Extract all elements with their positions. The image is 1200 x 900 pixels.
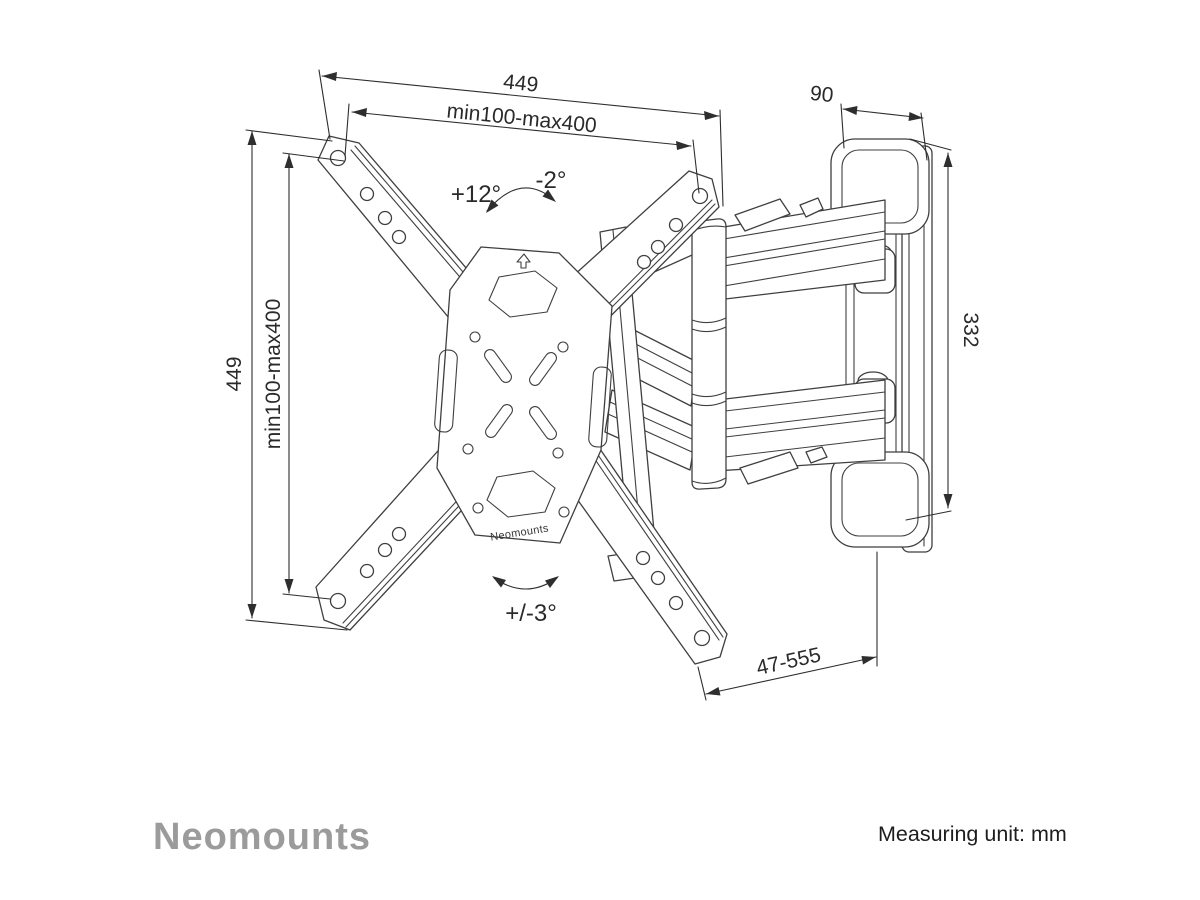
dim-arm-extension: 47-555 [697,551,878,701]
dim-top-vesa-label: min100-max400 [446,99,598,137]
tilt-down-label: -2° [536,167,567,194]
swivel-angle-annotation: +/-3° [492,576,559,627]
brand-logo: Neomounts [153,816,371,858]
hex-cutout-top [488,270,558,318]
lower-arm-clip [739,451,799,485]
dim-arm-extension-label: 47-555 [754,643,823,679]
plate-slot [485,404,513,438]
upper-arm [699,197,886,303]
footer: Neomounts Measuring unit: mm [153,816,1067,858]
dim-top-overall: 449 [318,69,724,207]
dim-wall-height-label: 332 [959,312,982,347]
plate-slot [529,406,557,440]
lower-arm [699,379,886,485]
dim-wall-height: 332 [905,138,982,521]
dim-wall-width-label: 90 [809,82,835,107]
dim-wall-width: 90 [809,82,928,161]
wall-cover-bottom [830,451,930,548]
dim-left-vesa-label: min100-max400 [262,299,285,450]
up-arrow-icon [516,253,531,269]
plate-slot [484,349,512,383]
dim-left-overall: 449 [223,129,348,631]
hex-cutout-bottom [486,470,556,518]
tilt-up-label: +12° [451,181,501,208]
plate-left-notch [434,349,458,433]
dim-left-overall-label: 449 [223,356,246,391]
swivel-level-label: +/-3° [505,600,557,627]
center-plate: Neomounts [434,246,613,544]
plate-right-notch [588,366,612,448]
dim-left-vesa: min100-max400 [262,152,345,600]
plate-slot [529,352,557,386]
dim-top-overall-label: 449 [502,70,539,96]
upper-arm-clip [734,198,791,232]
pivot-column [691,218,727,490]
dim-top-vesa: min100-max400 [344,99,700,194]
measuring-unit-label: Measuring unit: mm [878,822,1067,846]
tilt-angle-annotation: +12° -2° [451,167,567,213]
